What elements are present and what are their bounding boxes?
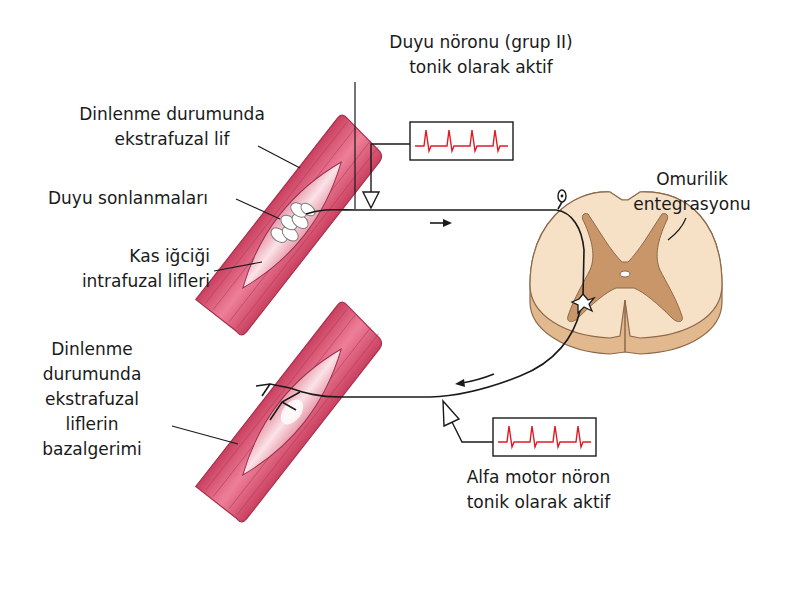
pointer-arrow [443, 401, 493, 442]
motor-ending [282, 402, 296, 410]
sensory-endings [268, 196, 319, 251]
fiber-stripes [205, 122, 378, 328]
leader-line [214, 262, 262, 271]
part-label: Omurilik entegrasyonu [627, 167, 757, 217]
leader-line [236, 199, 280, 219]
leader-line [258, 146, 300, 168]
label-block: Dinlenme durumunda ekstrafuzal liflerin … [17, 337, 167, 462]
part-label: Alfa motor nöron tonik olarak aktif [451, 465, 626, 515]
label-block: Alfa motor nöron tonik olarak aktif [451, 465, 626, 515]
direction-arrow [455, 374, 494, 387]
extrafusal-muscle [195, 300, 388, 524]
leader-line [354, 82, 355, 209]
label-block: Duyu nöronu (grup II) tonik olarak aktif [376, 30, 586, 80]
part-label: Dinlenme durumunda ekstrafuzal liflerin … [17, 337, 167, 462]
label-block: Duyu sonlanmaları [48, 186, 248, 211]
motor-ending [270, 392, 300, 420]
spike-train-box [410, 122, 513, 160]
part-label: Kas iğciği intrafuzal lifleri [70, 244, 210, 294]
sensory-central-branch [556, 210, 584, 296]
motor-neuron [256, 311, 580, 420]
pointer-arrow [363, 144, 410, 208]
part-label: Dinlenme durumunda ekstrafuzal lif [67, 102, 277, 152]
part-label: Duyu nöronu (grup II) tonik olarak aktif [376, 30, 586, 80]
motor-axon [290, 311, 580, 397]
sensory-axon [306, 210, 556, 214]
label-block: Omurilik entegrasyonu [627, 167, 757, 217]
muscle-fiber [195, 300, 388, 524]
intrafusal-spindle [230, 152, 354, 298]
central-canal [620, 271, 630, 277]
motor-ending [256, 384, 290, 388]
motor-ending [262, 384, 270, 396]
spinal-cord [530, 192, 722, 354]
leader-line [172, 426, 238, 444]
leader-line [172, 82, 686, 444]
motor-neuron-body [572, 294, 594, 313]
sensory-neuron [306, 202, 584, 296]
spindle-center [276, 395, 307, 428]
label-block: Kas iğciği intrafuzal lifleri [70, 244, 210, 294]
median-fissure [624, 300, 626, 352]
cord-slab [530, 192, 722, 354]
dorsal-root-ganglion [558, 190, 566, 202]
intrafusal-spindle [230, 339, 354, 485]
leader-line [668, 218, 686, 240]
label-block: Dinlenme durumunda ekstrafuzal lif [67, 102, 277, 152]
ganglion-stalk [558, 202, 562, 209]
ganglion-nucleus [561, 195, 564, 198]
spike-train-box [493, 418, 596, 456]
direction-arrow [430, 219, 452, 227]
part-label: Duyu sonlanmaları [48, 186, 248, 211]
fiber-stripes [205, 309, 378, 515]
